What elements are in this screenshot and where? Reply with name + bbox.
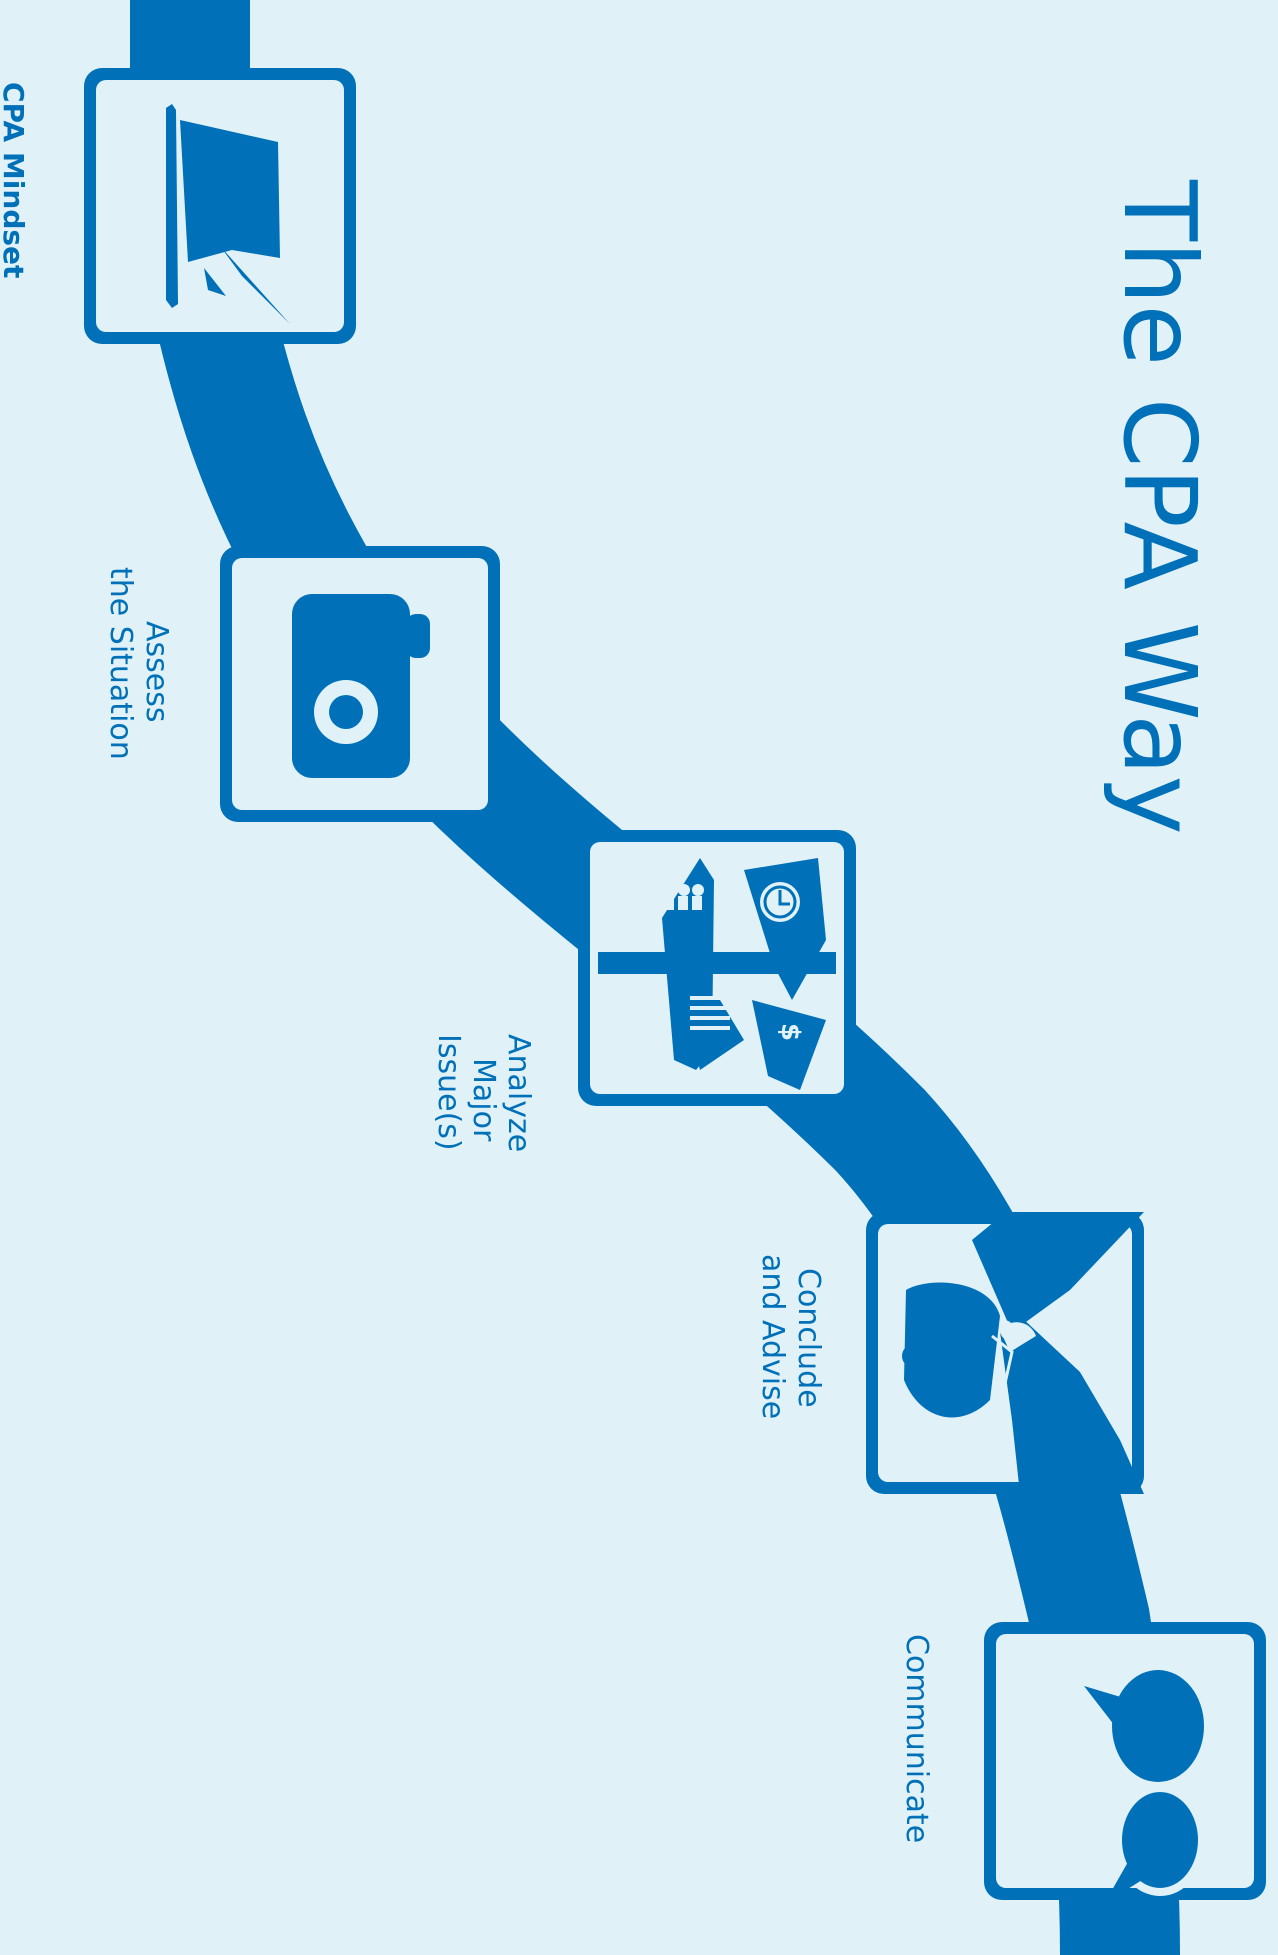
step-communicate: Communicate [899, 1622, 1266, 1904]
step-label-line: Major [466, 1058, 501, 1142]
step-label: Major [466, 1058, 501, 1142]
hat-icon [166, 104, 290, 324]
step-label-line: Conclude [791, 1268, 826, 1408]
step-label: Communicate [899, 1634, 934, 1843]
step-assess-situation: Assess the Situation [103, 546, 500, 822]
step-analyze-issues: $ Analyze Major Issue(s) [431, 830, 856, 1152]
step-label-line: Issue(s) [431, 1034, 466, 1151]
step-label-line: Analyze [501, 1034, 536, 1152]
step-conclude-advise: Conclude and Advise [755, 1212, 1144, 1494]
step-label-line: Assess [139, 621, 174, 723]
speech-bubbles-icon [1084, 1670, 1206, 1904]
step-label: the Situation [103, 567, 138, 760]
camera-icon [292, 594, 430, 778]
step-cpa-mindset: CPA Mindset [0, 68, 356, 344]
handshake-icon [902, 1212, 1144, 1494]
step-label: Analyze [501, 1034, 536, 1152]
step-label-line: the Situation [103, 567, 138, 760]
svg-text:$: $ [775, 1023, 805, 1041]
step-label: Issue(s) [431, 1034, 466, 1151]
signpost-icon: $ [598, 858, 836, 1090]
step-label: and Advise [755, 1254, 790, 1419]
step-label-line: and Advise [755, 1254, 790, 1419]
step-label: Assess [139, 621, 174, 723]
step-label: Conclude [791, 1268, 826, 1408]
step-label: CPA Mindset [0, 82, 30, 278]
diagram-title: The CPA Way [1101, 179, 1218, 835]
